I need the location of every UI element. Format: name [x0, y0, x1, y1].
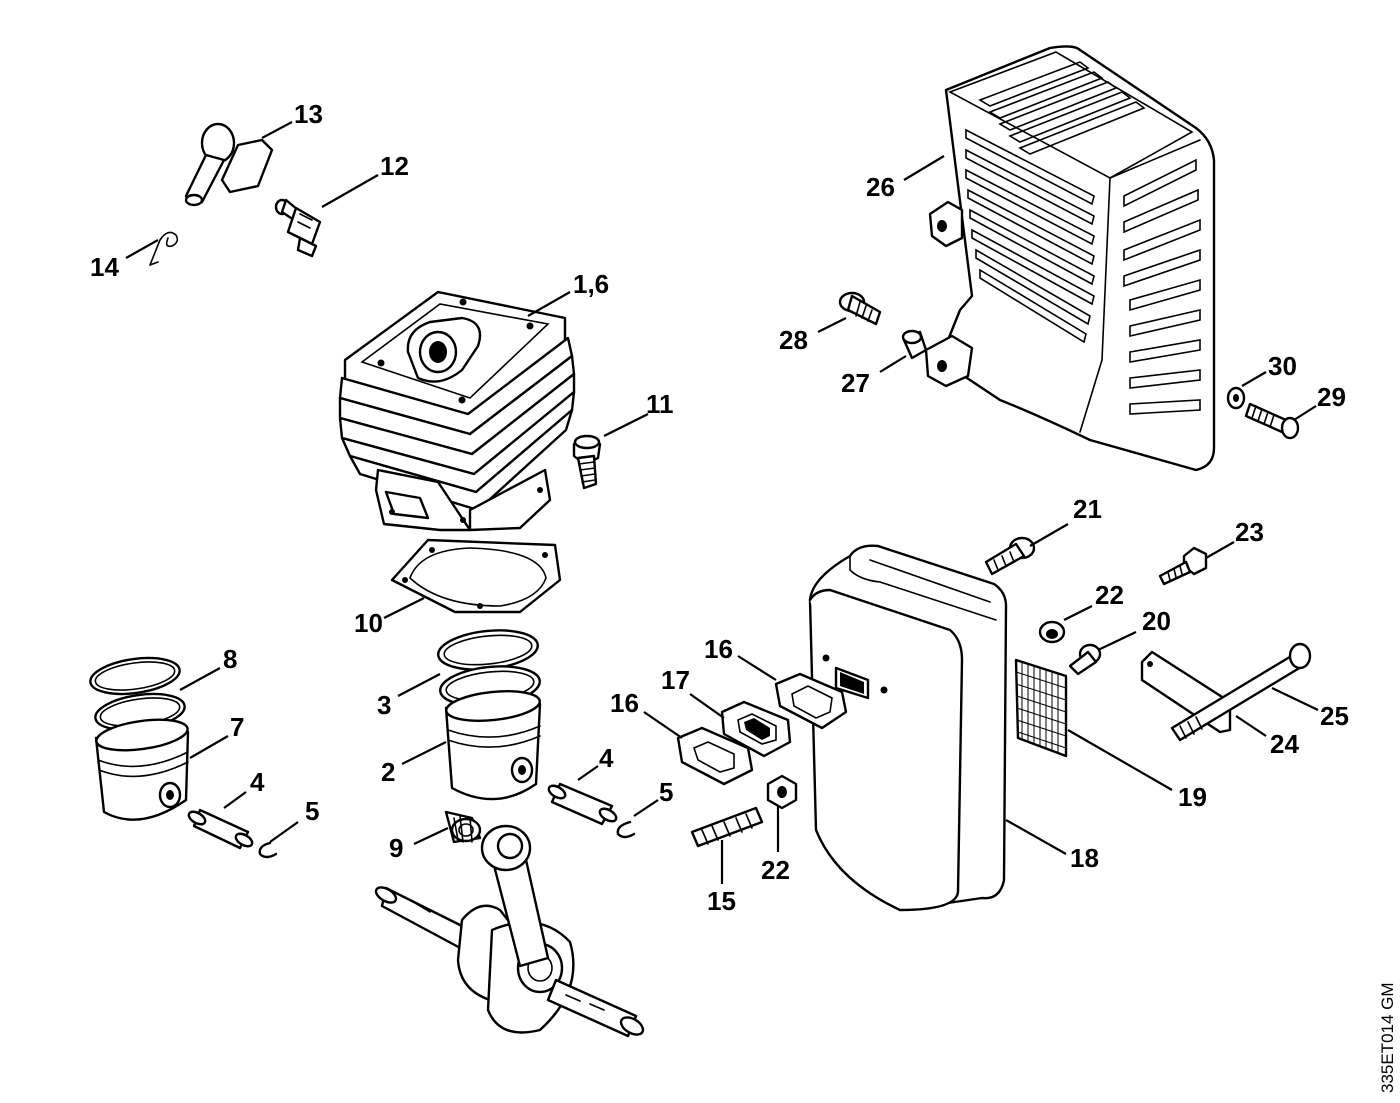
- needle-cage: [444, 810, 482, 844]
- shroud-screw-29: [1244, 402, 1300, 440]
- nut-22-upper: [1038, 620, 1066, 644]
- spark-plug-boot: [184, 122, 274, 207]
- part-label-20: 20: [1142, 606, 1171, 636]
- shroud-spacer-27: [901, 329, 928, 360]
- part-label-19: 19: [1178, 782, 1207, 812]
- part-label-11: 11: [646, 389, 674, 419]
- part-label-23: 23: [1235, 517, 1264, 547]
- part-label-22: 22: [761, 855, 790, 885]
- part-label-4: 4: [250, 767, 265, 797]
- bolt-25: [1170, 642, 1312, 742]
- part-labels: 13 12 14 1,6 11 10 8 7 4 5 3 2 4 5 9 16 …: [90, 99, 1349, 916]
- part-label-18: 18: [1070, 843, 1099, 873]
- washer-30: [1226, 386, 1246, 410]
- part-label-9: 9: [389, 833, 403, 863]
- part-label-28: 28: [779, 325, 808, 355]
- circlip-left: [258, 841, 278, 859]
- cylinder-gasket: [390, 538, 562, 614]
- part-label-1-6: 1,6: [573, 269, 609, 299]
- part-label-10: 10: [354, 608, 383, 638]
- part-label-7: 7: [230, 712, 244, 742]
- circlip-center: [616, 820, 636, 839]
- muffler: [808, 544, 1008, 912]
- spark-arrestor-screen-19: [1014, 658, 1068, 758]
- screw-23: [1158, 546, 1208, 586]
- part-label-15: 15: [707, 886, 736, 916]
- muffler-gasket-16-lower: [676, 726, 754, 786]
- part-label-29: 29: [1317, 382, 1346, 412]
- cylinder: [338, 290, 576, 532]
- muffler-flange-17: [720, 700, 792, 758]
- muffler-gasket-16-upper: [774, 672, 848, 730]
- muffler-screw-21: [984, 536, 1036, 576]
- stud-15: [690, 806, 764, 848]
- part-label-24: 24: [1270, 729, 1299, 759]
- piston-left: [94, 718, 190, 821]
- part-label-3: 3: [377, 690, 391, 720]
- part-label-13: 13: [294, 99, 323, 129]
- part-label-5: 5: [305, 796, 319, 826]
- part-label-5: 5: [659, 777, 673, 807]
- spring-clip: [149, 231, 179, 266]
- screw-20: [1068, 643, 1102, 676]
- part-label-12: 12: [380, 151, 409, 181]
- part-label-16: 16: [610, 688, 639, 718]
- part-label-2: 2: [381, 757, 395, 787]
- piston-pin-center: [547, 782, 618, 826]
- shroud-screw-28: [838, 291, 882, 326]
- nut-22-lower: [766, 774, 798, 810]
- part-label-27: 27: [841, 368, 870, 398]
- crankshaft: [374, 824, 645, 1038]
- part-label-16: 16: [704, 634, 733, 664]
- part-label-21: 21: [1073, 494, 1102, 524]
- part-label-4: 4: [599, 743, 614, 773]
- cylinder-screw: [572, 434, 602, 490]
- part-label-14: 14: [90, 252, 119, 282]
- drawing-code: 335ET014 GM: [1378, 982, 1397, 1093]
- piston-pin-left: [187, 808, 254, 850]
- part-label-30: 30: [1268, 351, 1297, 381]
- spark-plug: [274, 198, 322, 258]
- part-label-26: 26: [866, 172, 895, 202]
- leader-lines: [125, 121, 1319, 884]
- part-label-22: 22: [1095, 580, 1124, 610]
- part-label-25: 25: [1320, 701, 1349, 731]
- piston-center: [444, 690, 542, 801]
- part-label-17: 17: [661, 665, 690, 695]
- part-label-8: 8: [223, 644, 237, 674]
- muffler-shroud: [924, 45, 1216, 472]
